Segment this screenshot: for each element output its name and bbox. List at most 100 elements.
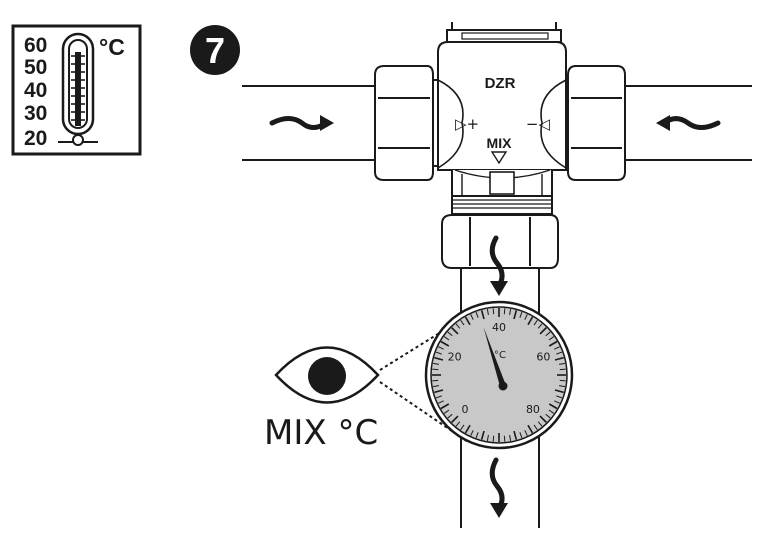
valve-brand-label: DZR [485,75,516,92]
thermometer-scale-40: 40 [24,79,47,102]
gauge-tick [548,409,555,414]
gauge-label-40: 40 [492,321,506,334]
gauge-tick [432,379,439,382]
cold-inlet-symbol: −◁ [526,115,551,133]
thermometer-unit: °C [99,34,125,60]
gauge-tick [440,340,450,347]
gauge-tick [545,413,551,419]
gauge-tick [554,400,560,404]
gauge-tick [558,362,566,365]
gauge-tick [455,323,461,329]
gauge-tick [434,389,444,394]
step-number: 7 [205,30,225,71]
gauge-tick [548,336,555,341]
gauge-tick [443,409,450,414]
gauge-tick [470,314,474,320]
gauge-tick [475,311,479,318]
gauge-tick [486,308,489,316]
gauge-label-20: 20 [448,351,462,364]
gauge-tick [554,389,564,394]
gauge-label-0: 0 [462,403,469,416]
gauge-tick [554,346,560,350]
gauge-tick [556,351,563,355]
eye-caption: MIX °C [264,413,378,453]
gauge-tick [533,319,538,326]
eye-icon [274,346,380,404]
gauge-label-80: 80 [526,403,540,416]
gauge-tick [486,434,489,442]
gauge-unit: °C [494,350,506,361]
gauge-tick [539,415,547,423]
gauge-tick [554,356,564,361]
gauge-tick [509,434,512,442]
gauge-label-60: 60 [536,351,550,364]
gauge-needle [483,327,506,387]
gauge-tick [519,432,523,439]
gauge-tick [475,432,479,439]
gauge-tick [492,308,495,315]
gauge-tick [464,316,471,326]
gauge-tick [455,421,461,427]
mix-outlet-triangle [490,151,508,165]
gauge-tick [460,424,465,431]
gauge-tick [434,356,444,361]
mixing-valve: DZR MIX ▷+ −◁ [437,22,567,215]
gauge-tick [492,435,495,442]
thermometer-inset: 60 50 40 30 20 °C [11,24,142,156]
gauge-tick [432,368,439,371]
thermometer-scale-50: 50 [24,56,47,79]
gauge-tick [503,308,506,315]
cold-inlet-arrow [656,115,721,131]
thermometer-icon [58,32,98,146]
gauge-tick [513,430,518,440]
left-union-nut [374,65,440,181]
gauge-tick [480,430,485,440]
gauge-tick [480,310,485,320]
gauge-tick [524,430,528,436]
inlet-pipes [242,85,752,161]
gauge-tick [432,385,440,388]
gauge-tick [470,430,474,436]
mix-outlet-arrow-bottom [489,457,508,518]
gauge-tick [559,368,566,371]
gauge-tick [548,340,558,347]
gauge-tick [558,385,566,388]
gauge-tick [447,331,453,337]
gauge-ticks [432,308,566,442]
gauge-hub [498,381,508,391]
gauge-tick [451,415,459,423]
gauge-tick [509,308,512,316]
gauge-tick [438,346,444,350]
gauge-tick [447,413,453,419]
thermometer-scale-60: 60 [24,34,47,57]
gauge-tick [519,311,523,318]
valve-mix-label: MIX [487,135,513,151]
hot-inlet-arrow [269,115,334,131]
gauge-tick [503,435,506,442]
gauge-tick [464,424,471,434]
gauge-tick [548,403,558,410]
gauge-tick [545,331,551,337]
gauge-tick [533,424,538,431]
gauge-tick [559,379,566,382]
gauge-tick [539,327,547,335]
gauge-tick [556,395,563,399]
gauge-tick [537,421,543,427]
gauge-tick [432,362,440,365]
gauge-tick [438,400,444,404]
gauge-tick [435,395,442,399]
gauge-labels: 0 20 40 60 80 [448,321,551,416]
step-badge: 7 [190,25,240,75]
gauge-tick [451,327,459,335]
gauge-tick [440,403,450,410]
right-union-nut [559,65,626,181]
thermometer-scale-30: 30 [24,102,47,125]
gauge-tick [513,310,518,320]
gauge-tick [524,314,528,320]
gauge-tick [537,323,543,329]
hot-inlet-symbol: ▷+ [455,115,479,133]
gauge-tick [460,319,465,326]
thermometer-scale-20: 20 [24,127,47,150]
temperature-gauge: 0 20 40 60 80 °C [424,300,574,450]
